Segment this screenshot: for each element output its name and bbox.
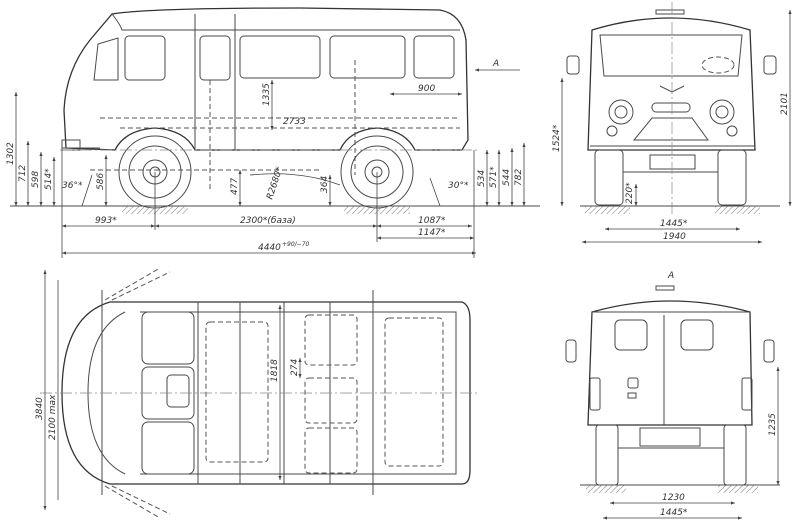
dim-wheelbase: 2300*(база) bbox=[240, 216, 296, 226]
front-view: 2101 1524* 220* 1445* 1940 bbox=[552, 2, 792, 244]
dim-front-track: 1445* bbox=[660, 219, 688, 229]
top-body-outline bbox=[61, 301, 471, 485]
dim-angle-front: 36°* bbox=[62, 181, 83, 191]
dim-2733: 2733 bbox=[283, 117, 306, 127]
dim-598: 598 bbox=[31, 171, 41, 188]
dim-364: 364 bbox=[320, 176, 330, 193]
dim-inner-width: 1818 bbox=[270, 359, 280, 382]
dim-544: 544 bbox=[502, 169, 512, 186]
dim-radius: R2680* bbox=[265, 165, 285, 201]
dim-width-max: 2100 max bbox=[48, 394, 58, 440]
dim-1302: 1302 bbox=[6, 142, 16, 165]
rear-window-left bbox=[614, 319, 648, 351]
view-a-marker-rear: A bbox=[667, 271, 674, 281]
side-windows bbox=[93, 35, 455, 81]
dim-front-height: 2101 bbox=[780, 92, 790, 115]
side-view: A 1302 712 598 514* 36°* 586 477 R2680* … bbox=[6, 7, 540, 258]
dim-angle-rear: 30°* bbox=[448, 181, 469, 191]
rear-view: A 1235 1230 1445* bbox=[565, 271, 780, 520]
dim-1335: 1335 bbox=[262, 83, 272, 106]
dim-571: 571* bbox=[489, 166, 499, 188]
grille bbox=[632, 117, 709, 141]
dim-534: 534 bbox=[477, 170, 487, 187]
front-body-outline bbox=[587, 17, 756, 151]
seat-outlines bbox=[141, 311, 444, 475]
dim-top-length: 3840 bbox=[35, 397, 45, 420]
dim-overall-length-tol: +90/−70 bbox=[282, 241, 310, 248]
dim-rear-1230: 1230 bbox=[662, 493, 685, 503]
dim-spacing: 274 bbox=[290, 359, 300, 376]
dim-rear-track: 1445* bbox=[660, 508, 688, 518]
dim-1147: 1147* bbox=[418, 228, 446, 238]
dim-overall-length: 4440 bbox=[258, 243, 281, 253]
dim-477: 477 bbox=[230, 178, 240, 195]
dim-rear-overhang: 1087* bbox=[418, 216, 446, 226]
dim-rear-height: 1235 bbox=[768, 413, 778, 436]
dim-514: 514* bbox=[44, 168, 54, 190]
side-body-outline bbox=[63, 7, 469, 151]
rear-window-right bbox=[680, 319, 714, 351]
dim-clearance: 220* bbox=[625, 182, 635, 204]
dim-front-overhang: 993* bbox=[95, 216, 117, 226]
dim-width: 1940 bbox=[663, 232, 686, 242]
dim-1524: 1524* bbox=[552, 124, 562, 152]
dim-782: 782 bbox=[514, 169, 524, 186]
view-a-marker-side: A bbox=[492, 59, 499, 69]
dim-900: 900 bbox=[418, 84, 435, 94]
rear-body-outline bbox=[587, 300, 753, 426]
dim-586: 586 bbox=[96, 173, 106, 190]
dim-712: 712 bbox=[18, 165, 28, 182]
top-view: 3840 2100 max 1818 274 bbox=[35, 267, 480, 519]
windshield bbox=[599, 34, 743, 77]
